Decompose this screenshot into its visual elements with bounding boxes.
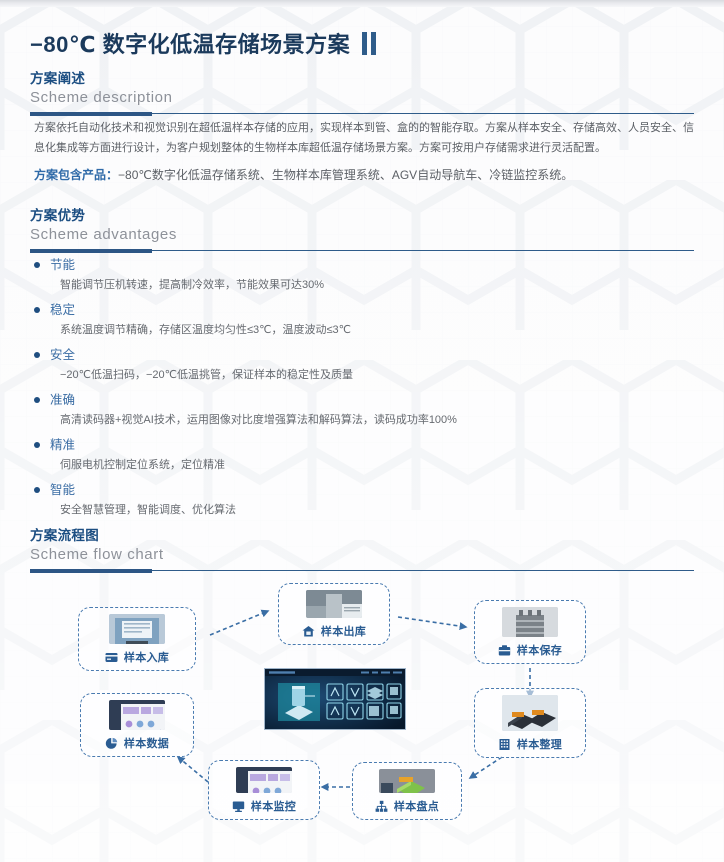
advantages-list: 节能 智能调节压机转速，提高制冷效率，节能效果可达30% 稳定 系统温度调节精确…: [34, 256, 634, 526]
flow-node-label: 样本整理: [516, 739, 563, 751]
monitor-icon: [232, 800, 245, 813]
advantage-item: 节能 智能调节压机转速，提高制冷效率，节能效果可达30%: [34, 256, 634, 294]
bullet-dot-icon: [34, 442, 40, 448]
advantage-item: 稳定 系统温度调节精确，存储区温度均匀性≤3℃，温度波动≤3℃: [34, 301, 634, 339]
inbound-thumbnail: [109, 614, 165, 644]
organize-thumbnail: [502, 695, 558, 731]
section-title-cn: 方案优势: [30, 208, 86, 223]
advantage-item: 精准 伺服电机控制定位系统，定位精准: [34, 436, 634, 474]
advantage-title: 稳定: [50, 303, 76, 317]
section-scheme-flow-chart: 方案流程图 Scheme flow chart: [30, 527, 694, 573]
data-caption: 样本数据: [105, 735, 169, 751]
monitor-thumbnail: [236, 767, 292, 793]
section-divider: [30, 569, 694, 573]
advantage-title: 准确: [50, 393, 76, 407]
pie-chart-icon: [105, 737, 118, 750]
flow-node-preserve[interactable]: 样本保存: [474, 600, 586, 664]
description-body: 方案依托自动化技术和视觉识别在超低温样本存储的应用，实现样本到管、盒的的智能存取…: [34, 118, 694, 184]
flow-node-outbound[interactable]: 样本出库: [278, 583, 390, 645]
section-title-en: Scheme description: [30, 89, 173, 106]
preserve-caption: 样本保存: [498, 642, 562, 658]
section-title-cn: 方案阐述: [30, 71, 86, 86]
bullet-dot-icon: [34, 487, 40, 493]
freezer-icon: [498, 644, 511, 657]
data-thumbnail: [109, 700, 165, 730]
bullet-dot-icon: [34, 397, 40, 403]
organize-caption: 样本整理: [498, 736, 562, 752]
products-line: 方案包含产品：−80℃数字化低温存储系统、生物样本库管理系统、AGV自动导航车、…: [34, 166, 694, 184]
advantage-description: 安全智慧管理，智能调度、优化算法: [60, 504, 236, 516]
section-title-en: Scheme advantages: [30, 226, 177, 243]
preserve-thumbnail: [502, 607, 558, 637]
flow-node-label: 样本保存: [516, 645, 563, 657]
products-value: −80℃数字化低温存储系统、生物样本库管理系统、AGV自动导航车、冷链监控系统。: [118, 168, 574, 182]
bullet-dot-icon: [34, 307, 40, 313]
advantage-title: 智能: [50, 483, 76, 497]
flow-node-organize[interactable]: 样本整理: [474, 688, 586, 758]
advantage-item: 准确 高清读码器+视觉AI技术，运用图像对比度增强算法和解码算法，读码成功率10…: [34, 391, 634, 429]
flow-chart: 样本入库: [0, 575, 724, 855]
double-bar-icon: [362, 31, 377, 55]
home-storage-icon: [302, 625, 315, 638]
section-title-en: Scheme flow chart: [30, 546, 164, 563]
flow-node-label: 样本出库: [320, 626, 367, 638]
advantage-title: 精准: [50, 438, 76, 452]
flow-node-label: 样本数据: [123, 738, 170, 750]
advantage-title: 安全: [50, 348, 76, 362]
advantage-description: 系统温度调节精确，存储区温度均匀性≤3℃，温度波动≤3℃: [60, 324, 352, 336]
section-title-cn: 方案流程图: [30, 528, 99, 543]
inbound-caption: 样本入库: [105, 649, 169, 665]
central-control-screen: [264, 668, 406, 730]
advantage-description: 智能调节压机转速，提高制冷效率，节能效果可达30%: [60, 279, 325, 291]
flow-node-label: 样本监控: [250, 801, 297, 813]
page-title-row: −80℃ 数字化低温存储场景方案: [30, 27, 377, 59]
section-scheme-description: 方案阐述 Scheme description: [30, 70, 694, 116]
section-divider: [30, 112, 694, 116]
products-label: 方案包含产品：: [34, 168, 119, 182]
monitor-caption: 样本监控: [232, 798, 296, 814]
page-title: −80℃ 数字化低温存储场景方案: [30, 32, 351, 57]
inventory-caption: 样本盘点: [375, 798, 439, 814]
flow-node-monitor[interactable]: 样本监控: [208, 760, 320, 820]
flow-node-inventory[interactable]: 样本盘点: [352, 762, 462, 820]
advantage-title: 节能: [50, 258, 76, 272]
sitemap-icon: [375, 800, 388, 813]
advantage-description: −20℃低温扫码，−20℃低温挑管，保证样本的稳定性及质量: [60, 369, 354, 381]
inventory-thumbnail: [379, 769, 435, 793]
section-divider: [30, 249, 694, 253]
flow-node-inbound[interactable]: 样本入库: [78, 607, 196, 671]
flow-node-label: 样本入库: [123, 652, 170, 664]
rack-icon: [498, 738, 511, 751]
advantage-item: 智能 安全智慧管理，智能调度、优化算法: [34, 481, 634, 519]
bullet-dot-icon: [34, 352, 40, 358]
outbound-thumbnail: [306, 590, 362, 618]
advantage-item: 安全 −20℃低温扫码，−20℃低温挑管，保证样本的稳定性及质量: [34, 346, 634, 384]
description-paragraph: 方案依托自动化技术和视觉识别在超低温样本存储的应用，实现样本到管、盒的的智能存取…: [34, 122, 694, 154]
advantage-description: 高清读码器+视觉AI技术，运用图像对比度增强算法和解码算法，读码成功率100%: [60, 414, 457, 426]
top-gradient-strip: [0, 0, 724, 7]
card-reader-icon: [105, 651, 118, 664]
section-scheme-advantages: 方案优势 Scheme advantages: [30, 207, 694, 253]
advantage-description: 伺服电机控制定位系统，定位精准: [60, 459, 225, 471]
flow-node-label: 样本盘点: [393, 801, 440, 813]
outbound-caption: 样本出库: [302, 623, 366, 639]
flow-node-data[interactable]: 样本数据: [80, 693, 194, 757]
bullet-dot-icon: [34, 262, 40, 268]
